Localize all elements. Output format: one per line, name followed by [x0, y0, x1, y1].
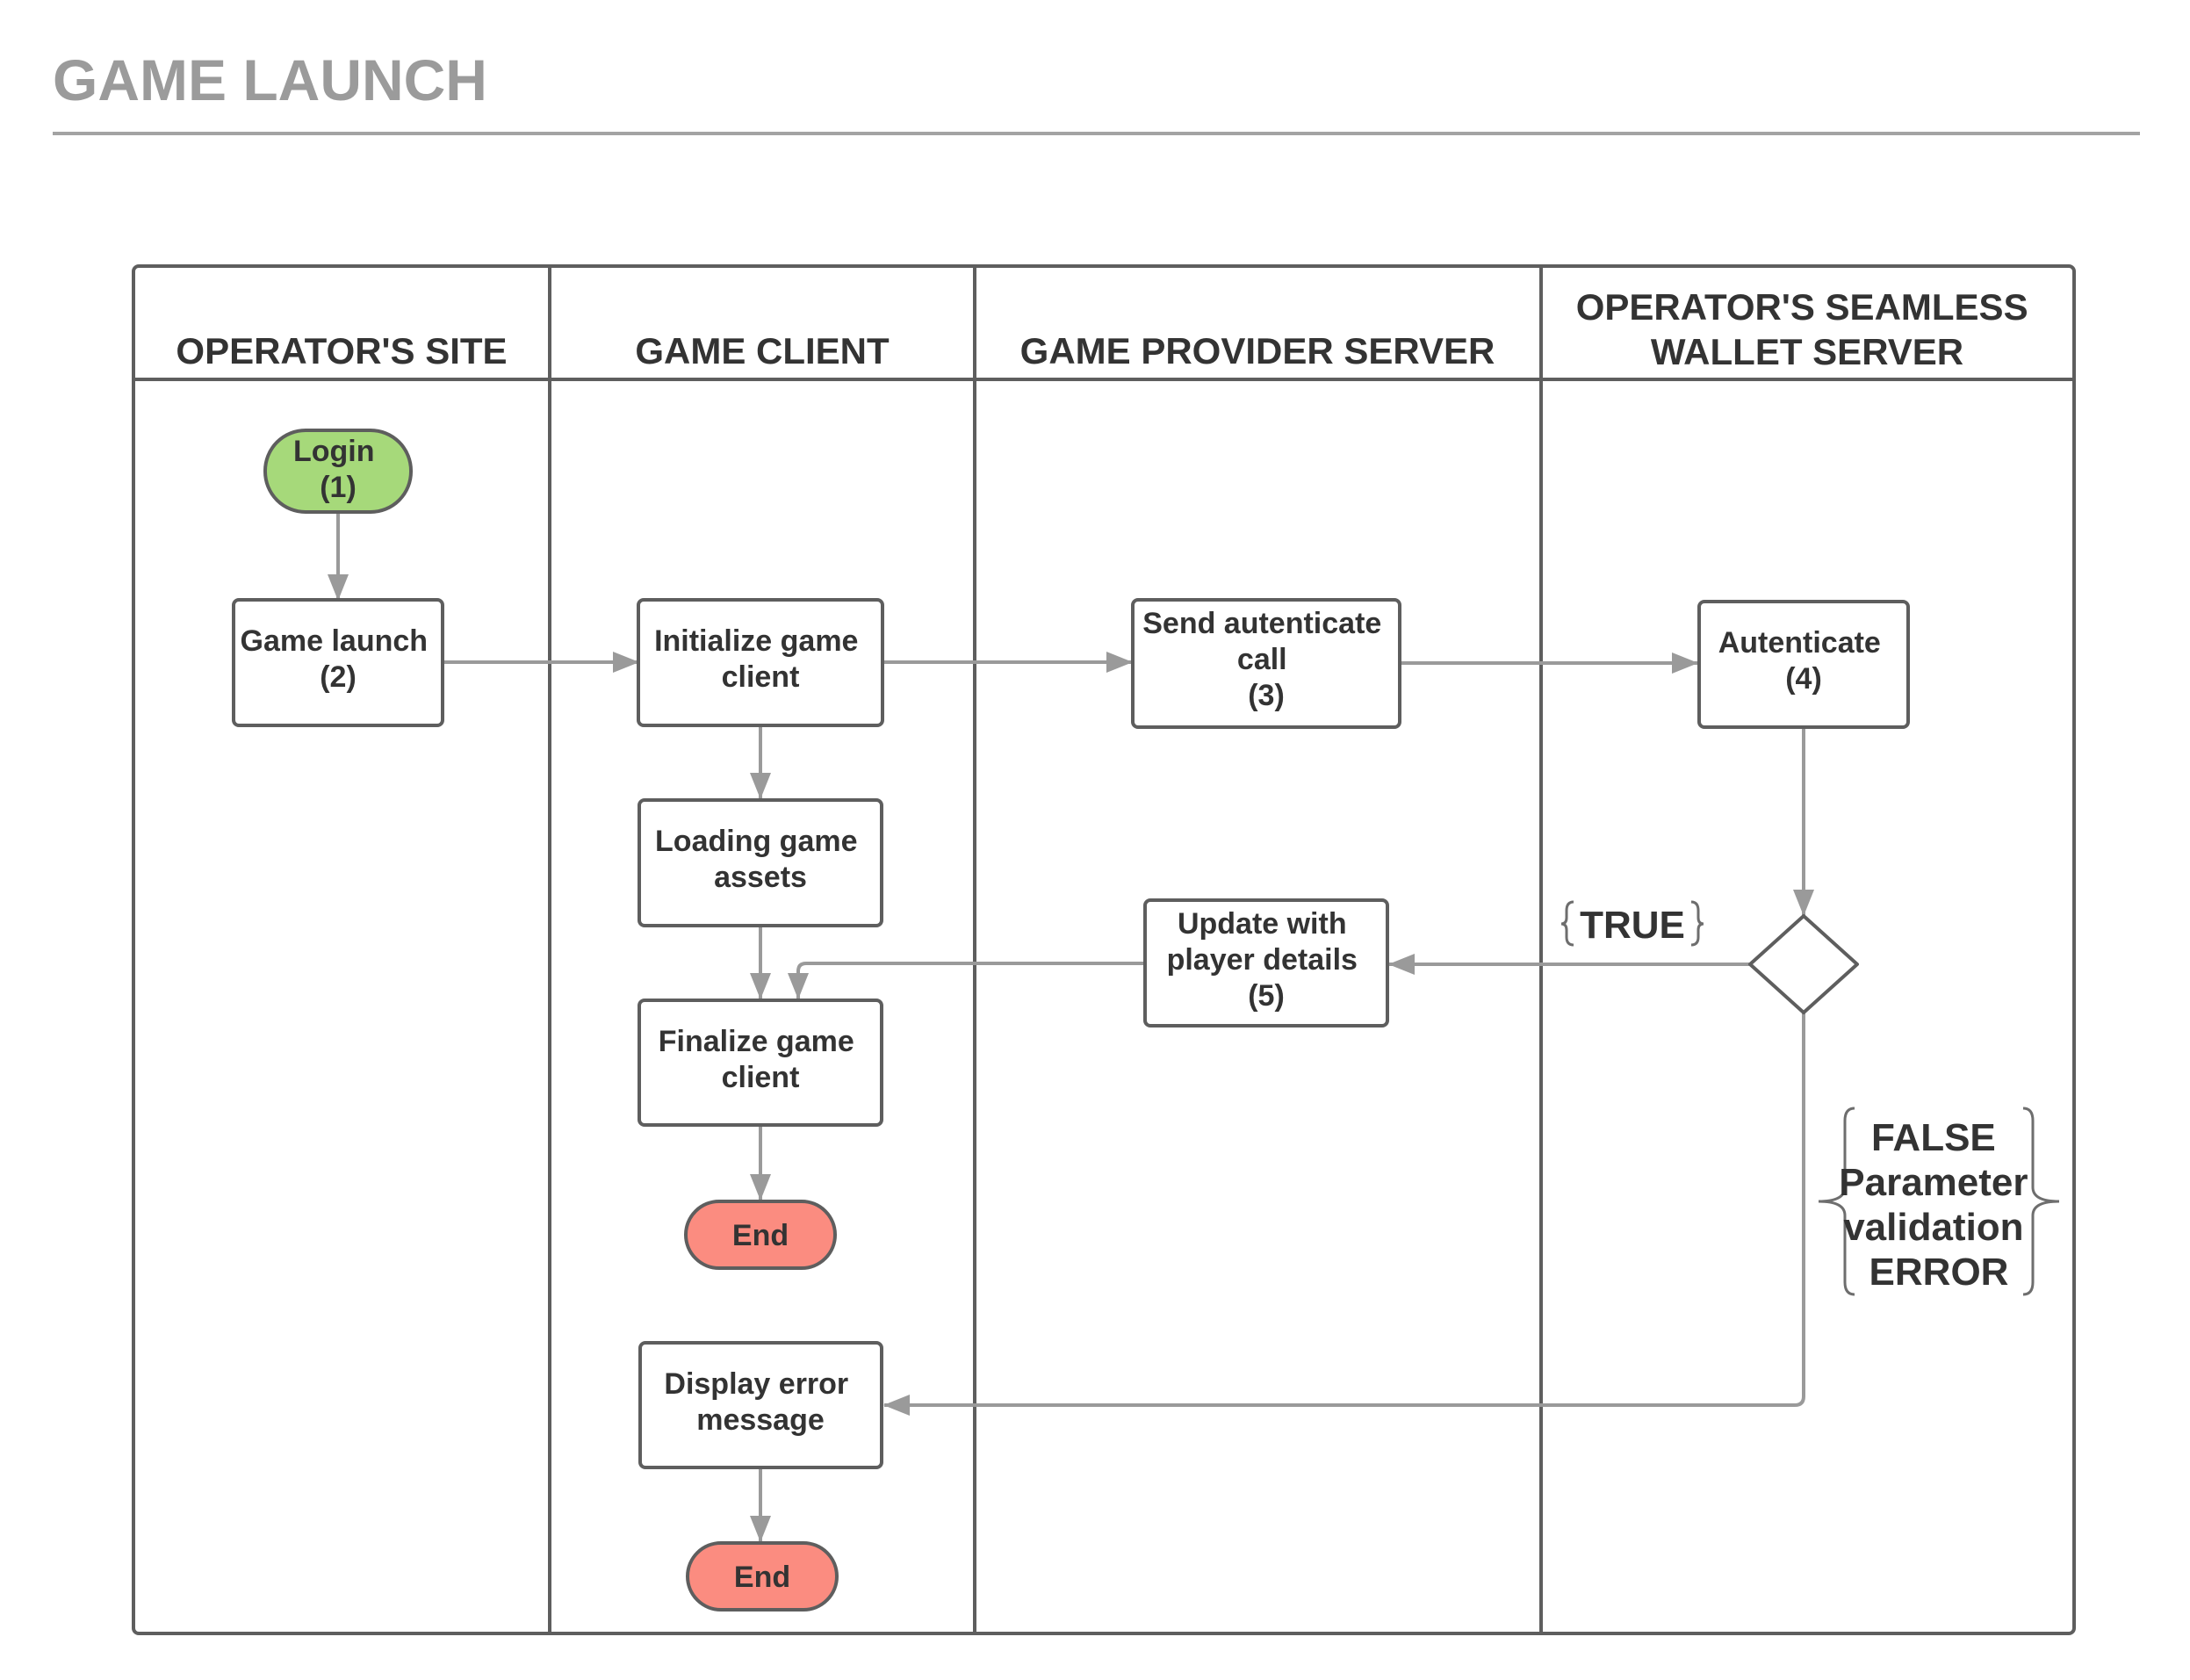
- loading-game-assets-node[interactable]: Loading game assets: [638, 798, 883, 927]
- false-left-brace: [1818, 1107, 1855, 1296]
- true-left-brace: [1560, 900, 1574, 947]
- login-label: Login (1): [293, 435, 383, 504]
- lane-title-operators-site: OPERATOR'S SITE: [176, 330, 507, 371]
- send-autenticate-call-box: [1131, 598, 1401, 729]
- edge-update-to-finalize: [788, 962, 1144, 999]
- autenticate-node[interactable]: Autenticate (4): [1697, 600, 1910, 729]
- display-error-message-label: Display error message: [664, 1367, 856, 1437]
- false-annotation: FALSE Parameter validation ERROR: [1818, 1107, 2060, 1296]
- decision-node[interactable]: [1748, 914, 1859, 1014]
- page-title: GAME LAUNCH: [53, 47, 487, 112]
- autenticate-label: Autenticate (4): [1718, 626, 1890, 696]
- false-label: FALSE Parameter validation ERROR: [1839, 1116, 2039, 1294]
- send-autenticate-call-node[interactable]: Send autenticate call (3): [1131, 598, 1401, 729]
- connectors: [328, 512, 1814, 1542]
- finalize-game-client-node[interactable]: Finalize game client: [638, 999, 883, 1127]
- initialize-game-client-box: [637, 598, 884, 727]
- display-error-message-box: [638, 1341, 883, 1469]
- game-launch-label: Game launch (2): [241, 624, 436, 694]
- loading-game-assets-label: Loading game assets: [655, 825, 866, 894]
- autenticate-box: [1697, 600, 1910, 729]
- true-right-brace: [1690, 900, 1704, 947]
- game-launch-node[interactable]: Game launch (2): [232, 598, 444, 727]
- end-label-1: End: [732, 1219, 789, 1252]
- end-node-1[interactable]: End: [684, 1200, 837, 1270]
- login-node[interactable]: Login (1): [263, 429, 413, 514]
- pool-border: [132, 264, 2076, 1635]
- game-launch-box: [232, 598, 444, 727]
- update-player-details-box: [1143, 898, 1389, 1027]
- login-terminator: [263, 429, 413, 514]
- decision-diamond: [1748, 914, 1859, 1014]
- loading-game-assets-box: [638, 798, 883, 927]
- finalize-game-client-label: Finalize game client: [659, 1025, 862, 1094]
- initialize-game-client-node[interactable]: Initialize game client: [637, 598, 884, 727]
- update-player-details-label: Update with player details (5): [1167, 907, 1366, 1013]
- finalize-game-client-box: [638, 999, 883, 1127]
- true-annotation: TRUE: [1560, 900, 1704, 947]
- update-player-details-node[interactable]: Update with player details (5): [1143, 898, 1389, 1027]
- lane-title-game-client: GAME CLIENT: [635, 330, 890, 371]
- send-autenticate-call-label: Send autenticate call (3): [1142, 607, 1390, 712]
- true-label: TRUE: [1580, 904, 1685, 947]
- title-divider: [53, 132, 2140, 135]
- lane-title-game-provider-server: GAME PROVIDER SERVER: [1020, 330, 1495, 371]
- edge-decision-to-display-error: [883, 1013, 1805, 1416]
- end-terminator-2: [686, 1541, 839, 1612]
- end-label-2: End: [734, 1561, 790, 1594]
- end-terminator-1: [684, 1200, 837, 1270]
- false-right-brace: [2022, 1107, 2060, 1296]
- lane-title-seamless-wallet-server: OPERATOR'S SEAMLESS WALLET SERVER: [1576, 286, 2039, 372]
- display-error-message-node[interactable]: Display error message: [638, 1341, 883, 1469]
- end-node-2[interactable]: End: [686, 1541, 839, 1612]
- initialize-game-client-label: Initialize game client: [654, 624, 867, 694]
